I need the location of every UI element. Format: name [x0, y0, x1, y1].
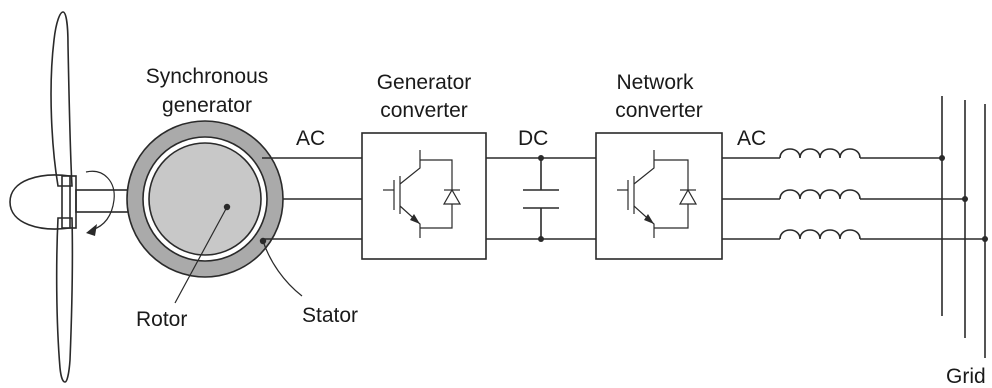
network-converter-box: [595, 132, 723, 260]
label-gen-conv-2: converter: [380, 99, 468, 122]
label-gen-conv-1: Generator: [377, 71, 472, 94]
hub-collar: [61, 175, 77, 229]
upper-blade: [50, 11, 73, 187]
igbt-diode-icon-2: [617, 150, 698, 238]
label-ac-left: AC: [296, 127, 325, 150]
stator-leader-line: [262, 240, 303, 297]
ac-lines-right: [722, 148, 988, 242]
inductor-phase-c: [779, 229, 861, 240]
network-converter: [595, 132, 723, 260]
igbt-arrow-icon: [410, 214, 420, 224]
igbt-diode-icon: [383, 150, 462, 238]
rotation-arrowhead-icon: [86, 224, 97, 236]
generator-converter: [361, 132, 487, 260]
label-net-conv-2: converter: [615, 99, 703, 122]
label-stator: Stator: [302, 304, 358, 327]
generator-converter-box: [361, 132, 487, 260]
rotor-leader-line: [174, 206, 228, 304]
dc-link: [486, 155, 596, 242]
rotor-disc: [148, 142, 262, 256]
synchronous-generator: [126, 120, 284, 278]
label-grid: Grid: [946, 365, 986, 388]
label-dc: DC: [518, 127, 548, 150]
lower-blade: [55, 217, 74, 383]
inductor-phase-b: [779, 189, 861, 200]
label-sync-gen-2: generator: [162, 94, 252, 117]
ac-lines-left: [262, 157, 362, 240]
grid-busbars: [941, 96, 986, 358]
label-sync-gen-1: Synchronous: [146, 65, 269, 88]
igbt-arrow-icon-2: [644, 214, 654, 224]
label-net-conv-1: Network: [616, 71, 694, 94]
inductor-phase-a: [779, 148, 861, 159]
turbine-blades: [50, 11, 74, 383]
label-rotor: Rotor: [136, 308, 187, 331]
rotation-arrow-icon: [85, 170, 115, 231]
label-ac-right: AC: [737, 127, 766, 150]
turbine-hub: [9, 174, 71, 230]
